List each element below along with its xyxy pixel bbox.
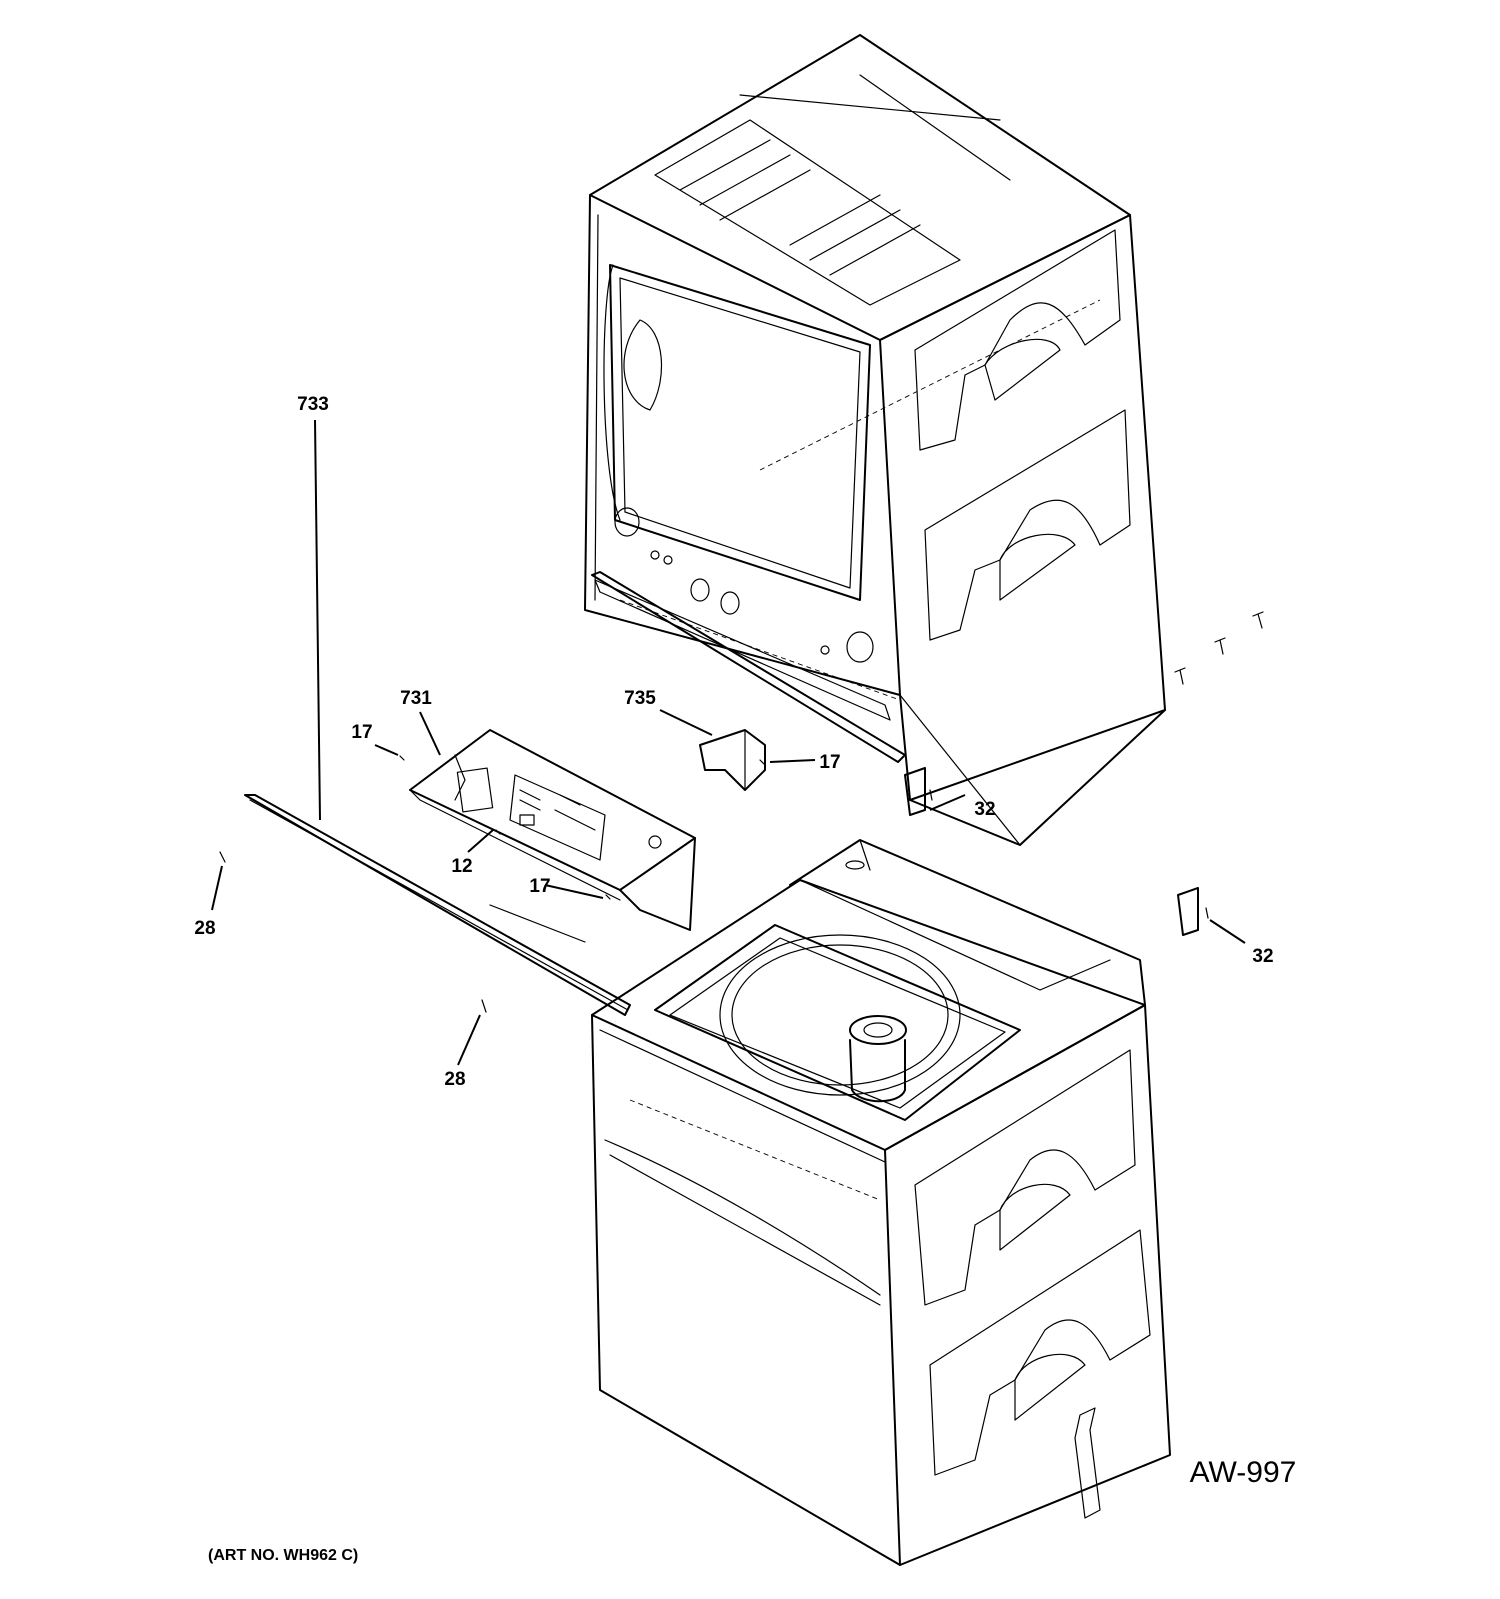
callout-17-upper-left: 17 bbox=[351, 722, 372, 743]
callout-735: 735 bbox=[624, 688, 656, 709]
art-number: (ART NO. WH962 C) bbox=[208, 1547, 358, 1564]
callout-17-bracket: 17 bbox=[819, 752, 840, 773]
callout-12: 12 bbox=[451, 856, 472, 877]
callout-731: 731 bbox=[400, 688, 432, 709]
small-hardware bbox=[219, 755, 765, 1013]
control-box-731 bbox=[409, 729, 696, 931]
drawing-code: AW-997 bbox=[1190, 1456, 1297, 1489]
hinge-bracket-lower bbox=[1177, 887, 1209, 936]
dryer-upper-unit bbox=[584, 34, 1166, 846]
callout-733: 733 bbox=[297, 394, 329, 415]
washer-lower-unit bbox=[591, 839, 1171, 1566]
hinge-bracket-upper bbox=[904, 767, 933, 816]
trim-rail-733 bbox=[244, 794, 631, 1016]
dryer-base-rail bbox=[591, 571, 906, 763]
loose-screws bbox=[1174, 611, 1264, 685]
leader-lines bbox=[211, 419, 1246, 1066]
callout-labels: 731 735 17 17 17 733 12 28 28 32 32 bbox=[194, 394, 1273, 1090]
bracket-735 bbox=[699, 729, 766, 791]
callout-32-upper: 32 bbox=[974, 799, 995, 820]
callout-28-left: 28 bbox=[194, 918, 215, 939]
callout-28-center: 28 bbox=[444, 1069, 465, 1090]
callout-17-lower: 17 bbox=[529, 876, 550, 897]
callout-32-lower: 32 bbox=[1252, 946, 1273, 967]
